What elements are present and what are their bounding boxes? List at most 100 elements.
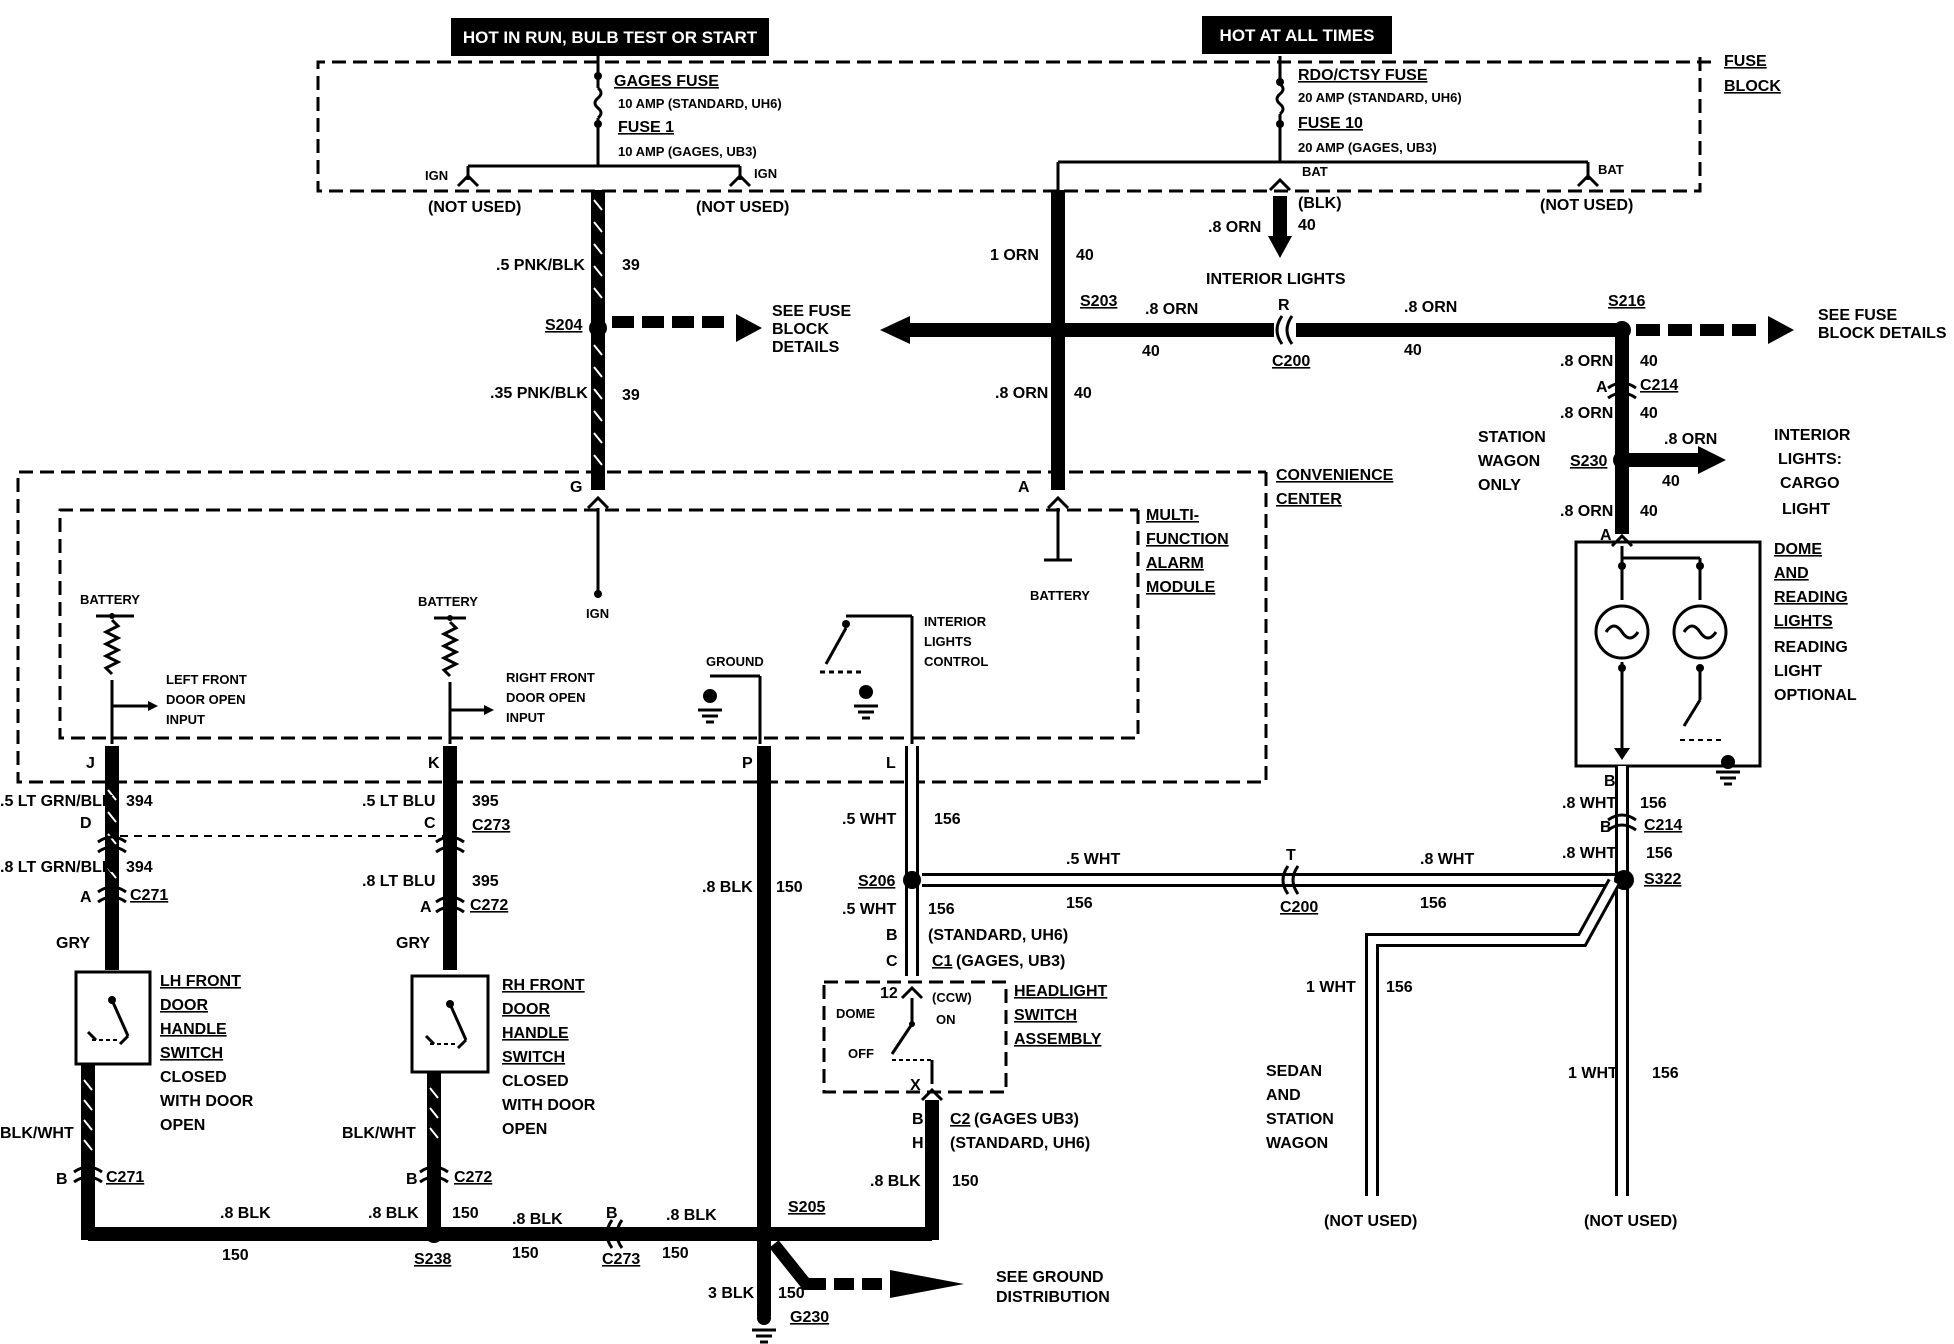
left-input-arrow <box>148 701 158 711</box>
rh-switch-contacts <box>424 1034 468 1050</box>
right-input-2: DOOR OPEN <box>506 690 585 705</box>
lh-switch-box <box>74 970 152 1066</box>
battery-mid-label: BATTERY <box>418 594 478 609</box>
ltblu-8-size: .8 LT BLU <box>362 873 435 890</box>
fuse-block-outline <box>316 57 1718 193</box>
rh-label-6: WITH DOOR <box>502 1097 596 1114</box>
s203-right-circuit: 40 <box>1142 343 1160 360</box>
sedan-label-2: AND <box>1266 1087 1301 1104</box>
bat-blk-label: (BLK) <box>1298 195 1342 212</box>
hs-pin-c: C <box>886 953 898 970</box>
lh-blkwht-label: BLK/WHT <box>0 1125 74 1142</box>
left-resistor <box>102 618 122 676</box>
c200-right-circuit: 40 <box>1404 342 1422 359</box>
ltblu-5-size: .5 LT BLU <box>362 793 435 810</box>
wht-h-size-2: .8 WHT <box>1420 851 1474 868</box>
mfam-4: MODULE <box>1146 579 1216 596</box>
c2-std: (STANDARD, UH6) <box>950 1135 1090 1152</box>
c271-top-label: C271 <box>130 887 168 904</box>
s216-arrow <box>1768 316 1794 344</box>
ign-left-terminal <box>456 173 480 188</box>
hs-pin-x: X <box>910 1077 921 1094</box>
rh-drop-circuit: 150 <box>452 1205 479 1222</box>
see-fuse-block-right-1: SEE FUSE <box>1818 307 1897 324</box>
headlight-switch-outline <box>822 980 1008 1094</box>
s206-splice <box>903 871 921 889</box>
wht-l-size: .5 WHT <box>842 811 896 828</box>
battery-right-label: BATTERY <box>1030 588 1090 603</box>
c214-lower-size: .8 ORN <box>1560 405 1613 422</box>
see-ground-arrow <box>890 1270 964 1298</box>
lh-blkwht-stripe <box>83 1079 93 1151</box>
interior-lights-circuit: 40 <box>1298 217 1316 234</box>
ground-bus-circuit-2: 150 <box>512 1245 539 1262</box>
bat-center-label: BAT <box>1302 164 1328 179</box>
hs-ground-circuit: 150 <box>952 1173 979 1190</box>
pin-p: P <box>742 755 753 772</box>
g230-label: G230 <box>790 1309 829 1326</box>
dome-bottom-dot <box>1618 664 1626 672</box>
p-wire-circuit: 150 <box>776 879 803 896</box>
pnk-blk-size-top: .5 PNK/BLK <box>496 257 585 274</box>
hs-on: ON <box>936 1012 956 1027</box>
c2-gages: (GAGES UB3) <box>974 1111 1079 1128</box>
ltgrn-5-circuit: 394 <box>126 793 153 810</box>
orn-1-circuit: 40 <box>1076 247 1094 264</box>
hs-label-2: SWITCH <box>1014 1007 1077 1024</box>
dome-pin-a: A <box>1600 527 1612 544</box>
hs-bottom-terminal <box>920 1087 944 1102</box>
dome-label-3: READING <box>1774 589 1848 606</box>
s203-left-arrow <box>880 316 910 344</box>
fuse-right-dot-top <box>1276 78 1284 86</box>
header-hot-all-times: HOT AT ALL TIMES <box>1202 16 1392 54</box>
orn-1-size: 1 ORN <box>990 247 1039 264</box>
convenience-center-1: CONVENIENCE <box>1276 467 1394 484</box>
ign-left-label: IGN <box>425 168 448 183</box>
rh-drop-size: .8 BLK <box>368 1205 419 1222</box>
s204-label: S204 <box>545 317 582 334</box>
bat-center-terminal <box>1268 177 1292 192</box>
ground-bus-circuit-1: 150 <box>222 1247 249 1264</box>
convenience-center-2: CENTER <box>1276 491 1342 508</box>
dome-bulb-filament <box>1604 624 1640 640</box>
reading-bottom-dot <box>1696 664 1704 672</box>
gages-fuse-rating: 10 AMP (STANDARD, UH6) <box>618 96 782 111</box>
c271-top-pin-a: A <box>80 889 92 906</box>
wht-h-size-1: .5 WHT <box>1066 851 1120 868</box>
sedan-wire-circuit: 156 <box>1386 979 1413 996</box>
g230-dot <box>757 1311 771 1325</box>
dome-lower2-circuit: 156 <box>1646 845 1673 862</box>
hs-top-terminal <box>900 985 924 1000</box>
c273-bottom-pin-b: B <box>606 1205 618 1222</box>
fuse-block-title-1: FUSE <box>1724 53 1767 70</box>
mfam-2: FUNCTION <box>1146 531 1229 548</box>
c214-top-label: C214 <box>1640 377 1678 394</box>
bat-right-not-used: (NOT USED) <box>1540 197 1633 214</box>
mfam-outline <box>58 508 1140 740</box>
ground-bus-size-2: .8 BLK <box>512 1211 563 1228</box>
hs-pin-b: B <box>886 927 898 944</box>
s204-arrow <box>736 314 762 342</box>
c214-lower-circuit: 40 <box>1640 405 1658 422</box>
right-input-1: RIGHT FRONT <box>506 670 595 685</box>
c271-bottom-connector <box>73 1165 103 1184</box>
fuse1-rating: 10 AMP (GAGES, UB3) <box>618 144 757 159</box>
hs-off: OFF <box>848 1046 874 1061</box>
c272-top-label: C272 <box>470 897 508 914</box>
wht-h-circuit-1: 156 <box>1066 895 1093 912</box>
pin-k: K <box>428 755 440 772</box>
see-fuse-block-right-2: BLOCK DETAILS <box>1818 325 1947 342</box>
interior-lights-label: INTERIOR LIGHTS <box>1206 271 1346 288</box>
see-fuse-block-3: DETAILS <box>772 339 840 356</box>
pnk-blk-stripe <box>593 199 603 466</box>
rh-gry: GRY <box>396 935 430 952</box>
ilc-label-3: CONTROL <box>924 654 988 669</box>
reading-bulb-icon <box>1672 604 1728 660</box>
c200-top-connector <box>1275 315 1294 345</box>
lh-switch-arm <box>110 999 130 1037</box>
rh-blkwht-label: BLK/WHT <box>342 1125 416 1142</box>
rh-label-7: OPEN <box>502 1121 547 1138</box>
hs-switch-arm <box>890 1023 914 1055</box>
wht-wire-sedan <box>1365 878 1621 1196</box>
right-input-3: INPUT <box>506 710 545 725</box>
